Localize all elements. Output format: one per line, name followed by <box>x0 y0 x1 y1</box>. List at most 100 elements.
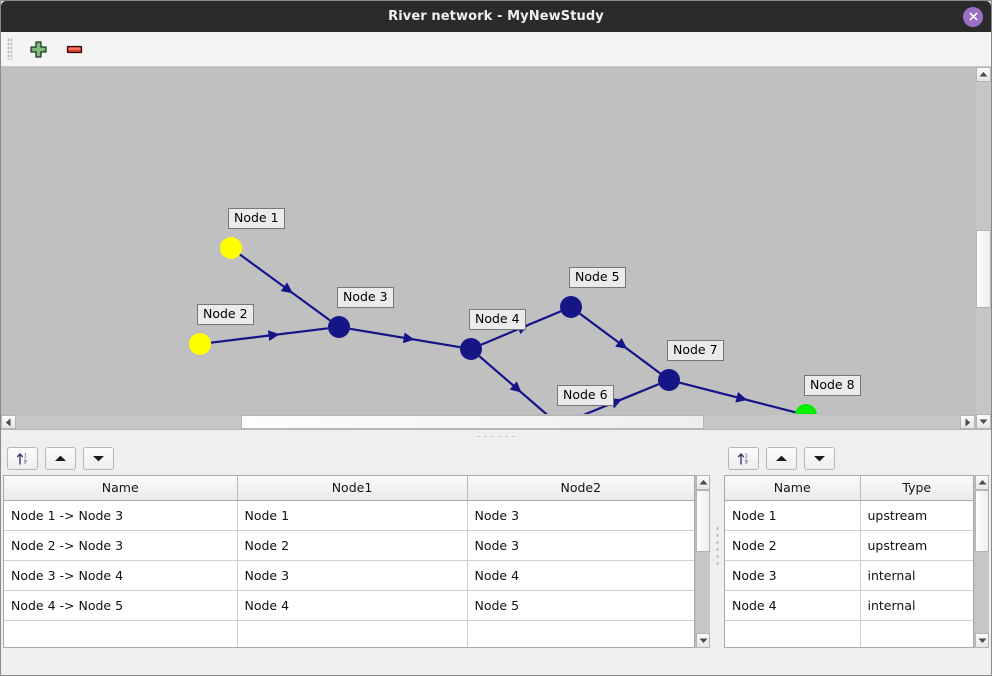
vscroll-up-arrow[interactable] <box>976 67 991 82</box>
vscroll-down-arrow[interactable] <box>976 414 991 429</box>
remove-minus-icon[interactable] <box>61 36 87 62</box>
branch-vscroll-thumb[interactable] <box>696 490 711 552</box>
table-cell[interactable]: Node 1 -> Node 3 <box>4 500 238 531</box>
hscroll-left-arrow[interactable] <box>1 415 16 429</box>
node-vscrollbar[interactable] <box>974 475 989 648</box>
table-cell[interactable]: internal <box>860 590 973 621</box>
node-label-Node6[interactable]: Node 6 <box>557 385 614 406</box>
edge-arrowhead <box>509 381 522 393</box>
node-circle-Node5[interactable] <box>560 296 582 318</box>
table-cell[interactable]: upstream <box>860 530 973 561</box>
table-cell[interactable]: Node 4 -> Node 5 <box>4 590 238 621</box>
table-row[interactable] <box>4 620 695 647</box>
table-row[interactable] <box>725 620 973 647</box>
node-label-Node3[interactable]: Node 3 <box>337 287 394 308</box>
status-bar <box>1 650 991 675</box>
node-label-Node1[interactable]: Node 1 <box>228 208 285 229</box>
node-vscroll-track[interactable] <box>975 490 989 633</box>
table-cell[interactable] <box>4 620 238 647</box>
diagram-area: Node 1 Node 2 Node 3 Node 4 Node 5 Node 6 Node… <box>1 67 991 429</box>
table-cell[interactable]: Node 3 <box>467 500 695 531</box>
table-cell[interactable]: Node 2 -> Node 3 <box>4 530 238 561</box>
node-toolbar: 1 9 <box>722 442 991 475</box>
table-cell[interactable]: Node 3 <box>467 530 695 561</box>
canvas-hscrollbar[interactable] <box>1 414 975 429</box>
branch-sort-arrow-icon[interactable]: 1 9 <box>7 447 38 470</box>
table-cell[interactable]: Node 3 <box>725 560 861 591</box>
branch-move-down-button[interactable] <box>83 447 114 470</box>
node-sort-arrow-icon[interactable]: 1 9 <box>728 447 759 470</box>
node-circle-Node2[interactable] <box>189 333 211 355</box>
node-vscroll-thumb[interactable] <box>975 490 989 552</box>
branch-vscroll-down-arrow[interactable] <box>696 633 711 648</box>
horizontal-splitter[interactable] <box>1 429 991 442</box>
branch-vscroll-track[interactable] <box>696 490 711 633</box>
vscroll-thumb[interactable] <box>976 230 991 308</box>
table-cell[interactable]: Node 3 <box>237 560 468 591</box>
table-cell[interactable]: Node 4 <box>725 590 861 621</box>
column-header-name[interactable]: Name <box>725 476 861 501</box>
triangle-up-icon <box>55 455 66 461</box>
vertical-splitter[interactable] <box>712 442 722 650</box>
vscroll-track[interactable] <box>976 82 991 414</box>
table-cell[interactable] <box>467 620 695 647</box>
table-cell[interactable]: Node 1 <box>725 500 861 531</box>
hscroll-right-arrow[interactable] <box>960 415 975 429</box>
table-cell[interactable]: Node 2 <box>725 530 861 561</box>
edge-arrowhead <box>280 282 293 294</box>
node-circle-Node3[interactable] <box>328 316 350 338</box>
node-circle-Node1[interactable] <box>220 237 242 259</box>
column-header-node1[interactable]: Node1 <box>237 476 468 501</box>
toolbar-grip[interactable] <box>7 38 13 60</box>
canvas-vscrollbar[interactable] <box>975 67 991 429</box>
node-move-down-button[interactable] <box>804 447 835 470</box>
node-circle-Node8[interactable] <box>795 404 817 414</box>
table-cell[interactable]: Node 4 <box>467 560 695 591</box>
column-header-type[interactable]: Type <box>860 476 973 501</box>
column-header-node2[interactable]: Node2 <box>467 476 695 501</box>
hscroll-track[interactable] <box>16 415 960 429</box>
node-label-Node5[interactable]: Node 5 <box>569 267 626 288</box>
table-cell[interactable] <box>725 620 861 647</box>
column-header-name[interactable]: Name <box>4 476 238 501</box>
table-cell[interactable] <box>860 620 973 647</box>
hscroll-thumb[interactable] <box>241 415 704 429</box>
table-cell[interactable]: Node 1 <box>237 500 468 531</box>
svg-text:1: 1 <box>24 453 27 459</box>
close-icon[interactable] <box>963 6 983 27</box>
node-label-Node4[interactable]: Node 4 <box>469 309 526 330</box>
node-label-Node2[interactable]: Node 2 <box>197 304 254 325</box>
table-cell[interactable]: Node 2 <box>237 530 468 561</box>
table-cell[interactable]: Node 5 <box>467 590 695 621</box>
node-vscroll-down-arrow[interactable] <box>975 633 989 648</box>
table-cell[interactable] <box>237 620 468 647</box>
node-vscroll-up-arrow[interactable] <box>975 475 989 490</box>
table-cell[interactable]: upstream <box>860 500 973 531</box>
add-plus-icon[interactable] <box>25 36 51 62</box>
node-circle-Node7[interactable] <box>658 369 680 391</box>
branch-move-up-button[interactable] <box>45 447 76 470</box>
table-cell[interactable]: internal <box>860 560 973 591</box>
network-canvas[interactable]: Node 1 Node 2 Node 3 Node 4 Node 5 Node 6 Node… <box>1 67 975 414</box>
node-label-Node8[interactable]: Node 8 <box>804 375 861 396</box>
table-cell[interactable]: Node 4 <box>237 590 468 621</box>
branch-vscrollbar[interactable] <box>695 475 711 648</box>
node-circle-Node4[interactable] <box>460 338 482 360</box>
branch-toolbar: 1 9 <box>1 442 712 475</box>
node-move-up-button[interactable] <box>766 447 797 470</box>
branch-vscroll-up-arrow[interactable] <box>696 475 711 490</box>
table-cell[interactable]: Node 3 -> Node 4 <box>4 560 238 591</box>
node-label-Node7[interactable]: Node 7 <box>667 340 724 361</box>
